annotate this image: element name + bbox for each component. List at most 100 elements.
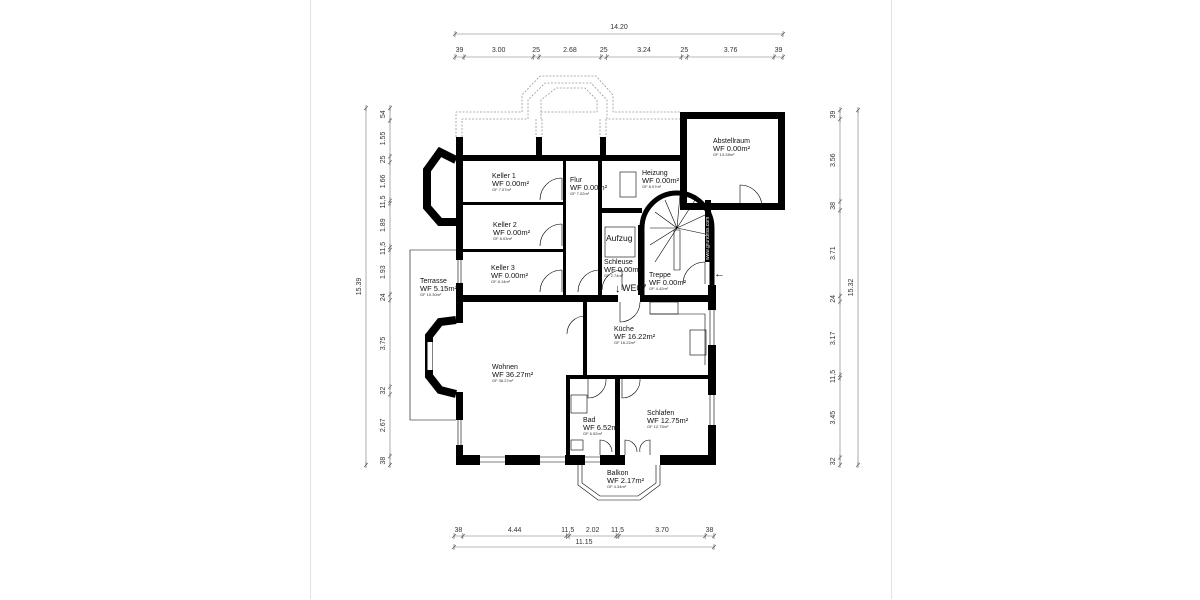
door-treppe	[682, 261, 706, 285]
dimension-tick	[679, 54, 684, 60]
bay-keller	[423, 146, 458, 226]
dimension-label: 32	[830, 457, 837, 465]
dimension-tick	[855, 107, 861, 113]
room-gf: GF 7.07m²	[492, 187, 512, 193]
room-gf: GF 10.30m²	[420, 292, 442, 298]
dimension-label: 25	[600, 47, 608, 54]
dimension-label: 38	[706, 527, 714, 534]
dimension-tick	[566, 533, 572, 539]
dimension-label: 2.67	[380, 418, 387, 432]
door-keller1	[539, 177, 563, 201]
dimension-tick	[711, 533, 717, 539]
room-name: Balkon	[607, 470, 629, 477]
room-gf: GF 16.22m²	[614, 340, 636, 346]
entry-arrow-icon: ←	[714, 268, 725, 280]
room-wf: WF 0.00m²	[713, 144, 751, 154]
dimension-tick	[702, 533, 708, 539]
room-wf: WF 0.00m²	[604, 265, 642, 275]
dimension-label: 38	[455, 527, 463, 534]
room-wf: WF 2.17m²	[607, 476, 645, 486]
dimension-label: 3.24	[637, 47, 651, 54]
dimension-tick	[837, 116, 843, 123]
room-wf: WF 36.27m²	[492, 370, 534, 380]
dimension-label: 32	[380, 387, 387, 395]
room-gf: GF 8.14m²	[491, 279, 511, 285]
room-wf: WF 0.00m²	[649, 278, 687, 288]
dimension-tick	[387, 462, 393, 468]
room-name: Küche	[614, 326, 634, 333]
dimension-label: 39	[775, 47, 783, 54]
balkon-outline	[577, 465, 661, 501]
dimension-label: 11,5	[561, 527, 574, 534]
dimension-tick	[387, 153, 393, 160]
walls	[456, 137, 716, 465]
dimension-total-label: 15.32	[848, 279, 855, 297]
room-name: Terrasse	[420, 278, 447, 285]
room-gf: GF 2.74m²	[604, 273, 624, 279]
dimension-label: 2.68	[563, 47, 577, 54]
room-name: Heizung	[642, 170, 668, 177]
dimension-label: 1.66	[380, 175, 387, 189]
dimension-tick	[387, 391, 393, 398]
room-gf: GF 8.03m²	[493, 236, 513, 242]
dimension-label: 11,5	[380, 195, 387, 208]
dimension-tick	[780, 54, 786, 60]
dimension-label: 3.70	[655, 527, 669, 534]
room-gf: GF 6.52m²	[583, 431, 603, 437]
dashed-outline	[455, 75, 680, 137]
dimension-label: 38	[830, 202, 837, 210]
abstellraum-walls	[680, 112, 785, 210]
dimension-tick	[387, 246, 393, 253]
windows-right	[709, 310, 715, 425]
bay-wohnen	[425, 316, 457, 398]
dimension-tick	[452, 54, 458, 60]
drawing-frame	[310, 0, 892, 599]
dimension-label: 11,5	[611, 527, 624, 534]
dimension-tick	[387, 453, 393, 460]
door-keller2	[539, 223, 563, 247]
dimension-tick	[837, 374, 843, 381]
room-wf: WF 0.00m²	[493, 228, 531, 238]
dimension-tick	[387, 200, 393, 207]
dimension-tick	[461, 54, 467, 60]
dimension-tick	[616, 533, 622, 539]
watermark: www.grundriss.com	[705, 216, 711, 260]
dimension-label: 3.17	[830, 331, 837, 345]
dimension-total-label: 15.39	[356, 278, 363, 296]
room-gf: GF 4.34m²	[607, 484, 627, 490]
dimension-tick	[771, 54, 777, 60]
room-name: Treppe	[649, 272, 671, 279]
entrance-arrow-icon: ↓	[615, 283, 621, 295]
room-gf: GF 13.28m²	[713, 152, 735, 158]
dimension-tick	[363, 105, 369, 111]
room-wf: WF 5.15m²	[420, 284, 458, 294]
dimension-tick	[387, 105, 393, 111]
room-wf: WF 0.00m²	[570, 183, 608, 193]
room-gf: GF 36.27m²	[492, 378, 514, 384]
room-name: Keller 3	[491, 265, 515, 272]
dimension-tick	[837, 207, 843, 214]
dimension-tick	[837, 107, 843, 113]
dimension-tick	[531, 54, 536, 60]
dimension-label: 11,5	[380, 242, 387, 255]
stair-wall-strip	[705, 200, 711, 262]
dimension-label: 2.02	[586, 527, 600, 534]
room-name: Flur	[570, 177, 583, 184]
dimension-label: 25	[532, 47, 540, 54]
entrance-label: WE07	[622, 283, 647, 293]
door-abstellraum	[739, 184, 763, 208]
dimension-label: 38	[380, 457, 387, 465]
room-gf: GF 8.07m²	[642, 184, 662, 190]
dimension-tick	[363, 462, 369, 468]
dimension-label: 3.00	[492, 47, 506, 54]
dimension-tick	[855, 462, 861, 468]
